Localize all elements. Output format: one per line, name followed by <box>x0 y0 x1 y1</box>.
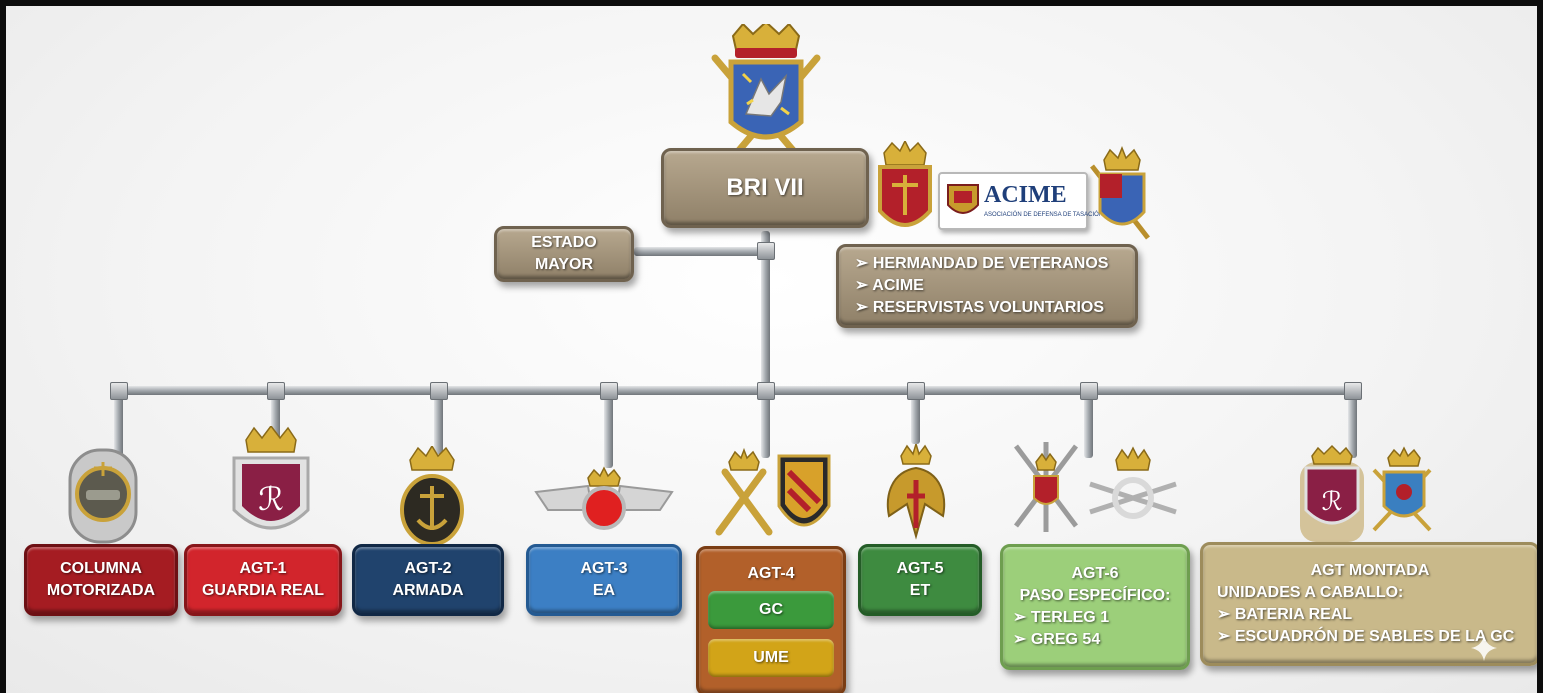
unit-plaque-agt-6: AGT-6 PASO ESPECÍFICO: ➢ TERLEG 1 ➢ GREG… <box>1000 544 1190 670</box>
unit-line: ➢ GREG 54 <box>1013 631 1101 648</box>
unit-line: EA <box>592 582 616 599</box>
sub-unit-gc: GC <box>708 591 834 629</box>
unit-line: ➢ ESCUADRÓN DE SABLES DE LA GC <box>1217 628 1515 645</box>
unit-plaque-agt-4: AGT-4 GC UME <box>696 546 846 693</box>
unit-line: ➢ TERLEG 1 <box>1013 609 1110 626</box>
acime-shield-icon <box>947 184 979 214</box>
support-list-item: ➢ RESERVISTAS VOLUNTARIOS <box>855 299 1104 316</box>
unit-plaque-agt-3: AGT-3 EA <box>526 544 682 616</box>
drop-connector <box>434 388 443 454</box>
acime-tagline: ASOCIACIÓN DE DEFENSA DE TASACIÓN <box>984 212 1104 218</box>
acime-logo: ACIME ASOCIACIÓN DE DEFENSA DE TASACIÓN <box>938 172 1103 230</box>
trunk-connector <box>761 231 770 391</box>
estado-mayor-plaque: ESTADO MAYOR <box>494 226 634 282</box>
support-list: ➢ HERMANDAD DE VETERANOS ➢ ACIME ➢ RESER… <box>836 244 1138 328</box>
unit-line: MOTORIZADA <box>46 582 156 599</box>
unit-line: AGT-6 <box>1071 565 1119 582</box>
bus-joint <box>757 382 775 400</box>
svg-text:ℛ: ℛ <box>1322 487 1343 516</box>
support-list-item: ➢ HERMANDAD DE VETERANOS <box>855 255 1109 272</box>
drop-connector <box>114 388 123 460</box>
bus-joint <box>1080 382 1098 400</box>
estado-mayor-line: MAYOR <box>534 256 594 273</box>
main-bus-connector <box>116 386 1356 395</box>
royal-guard-crest-icon: ℛ <box>232 426 310 530</box>
bri-vii-title: BRI VII <box>726 174 804 201</box>
unit-plaque-agt-1: AGT-1 GUARDIA REAL <box>184 544 342 616</box>
navy-anchor-crest-icon <box>400 446 464 546</box>
drop-connector <box>271 388 280 440</box>
bus-joint <box>110 382 128 400</box>
drop-connector <box>761 388 770 458</box>
bri-vii-plaque: BRI VII <box>661 148 869 228</box>
unit-line: GUARDIA REAL <box>201 582 325 599</box>
svg-text:ℛ: ℛ <box>258 481 284 517</box>
unit-line: AGT-2 <box>404 560 452 577</box>
veterans-crest-icon <box>878 141 932 227</box>
unit-line: ET <box>909 582 931 599</box>
unit-line: AGT-4 <box>747 565 795 582</box>
unit-line: PASO ESPECÍFICO: <box>1019 587 1171 604</box>
unit-line: COLUMNA <box>60 560 142 577</box>
acime-logo-text: ACIME <box>984 182 1067 208</box>
unit-line: ➢ BATERIA REAL <box>1217 606 1353 623</box>
motorized-column-badge-icon <box>68 448 138 544</box>
bus-joint <box>267 382 285 400</box>
unit-line: ARMADA <box>392 582 464 599</box>
unit-line: AGT-1 <box>239 560 287 577</box>
drop-connector <box>1348 388 1357 458</box>
staff-connector <box>634 247 766 256</box>
drop-connector <box>1084 388 1093 458</box>
civil-guard-crest-icon <box>715 447 831 536</box>
cavalry-crests-icon: ℛ <box>1300 444 1432 542</box>
army-eagle-crest-icon <box>886 444 946 540</box>
unit-line: AGT MONTADA <box>1310 562 1430 579</box>
bus-joint <box>600 382 618 400</box>
unit-plaque-columna-motorizada: COLUMNA MOTORIZADA <box>24 544 178 616</box>
unit-line: UNIDADES A CABALLO: <box>1217 584 1404 601</box>
reservists-crest-icon <box>1090 146 1150 240</box>
drop-connector <box>911 388 920 444</box>
trunk-joint <box>757 242 775 260</box>
unit-plaque-agt-5: AGT-5 ET <box>858 544 982 616</box>
bus-joint <box>907 382 925 400</box>
unit-line: AGT-5 <box>896 560 944 577</box>
bus-joint <box>1344 382 1362 400</box>
drop-connector <box>604 388 613 468</box>
unit-line: AGT-3 <box>580 560 628 577</box>
estado-mayor-line: ESTADO <box>531 234 597 251</box>
legion-regulares-crests-icon <box>1014 442 1177 532</box>
air-force-wings-icon <box>534 466 674 530</box>
unit-plaque-agt-2: AGT-2 ARMADA <box>352 544 504 616</box>
sparkle-watermark-icon <box>1471 635 1497 661</box>
support-list-item: ➢ ACIME <box>855 277 924 294</box>
bus-joint <box>430 382 448 400</box>
sub-unit-ume: UME <box>708 639 834 677</box>
